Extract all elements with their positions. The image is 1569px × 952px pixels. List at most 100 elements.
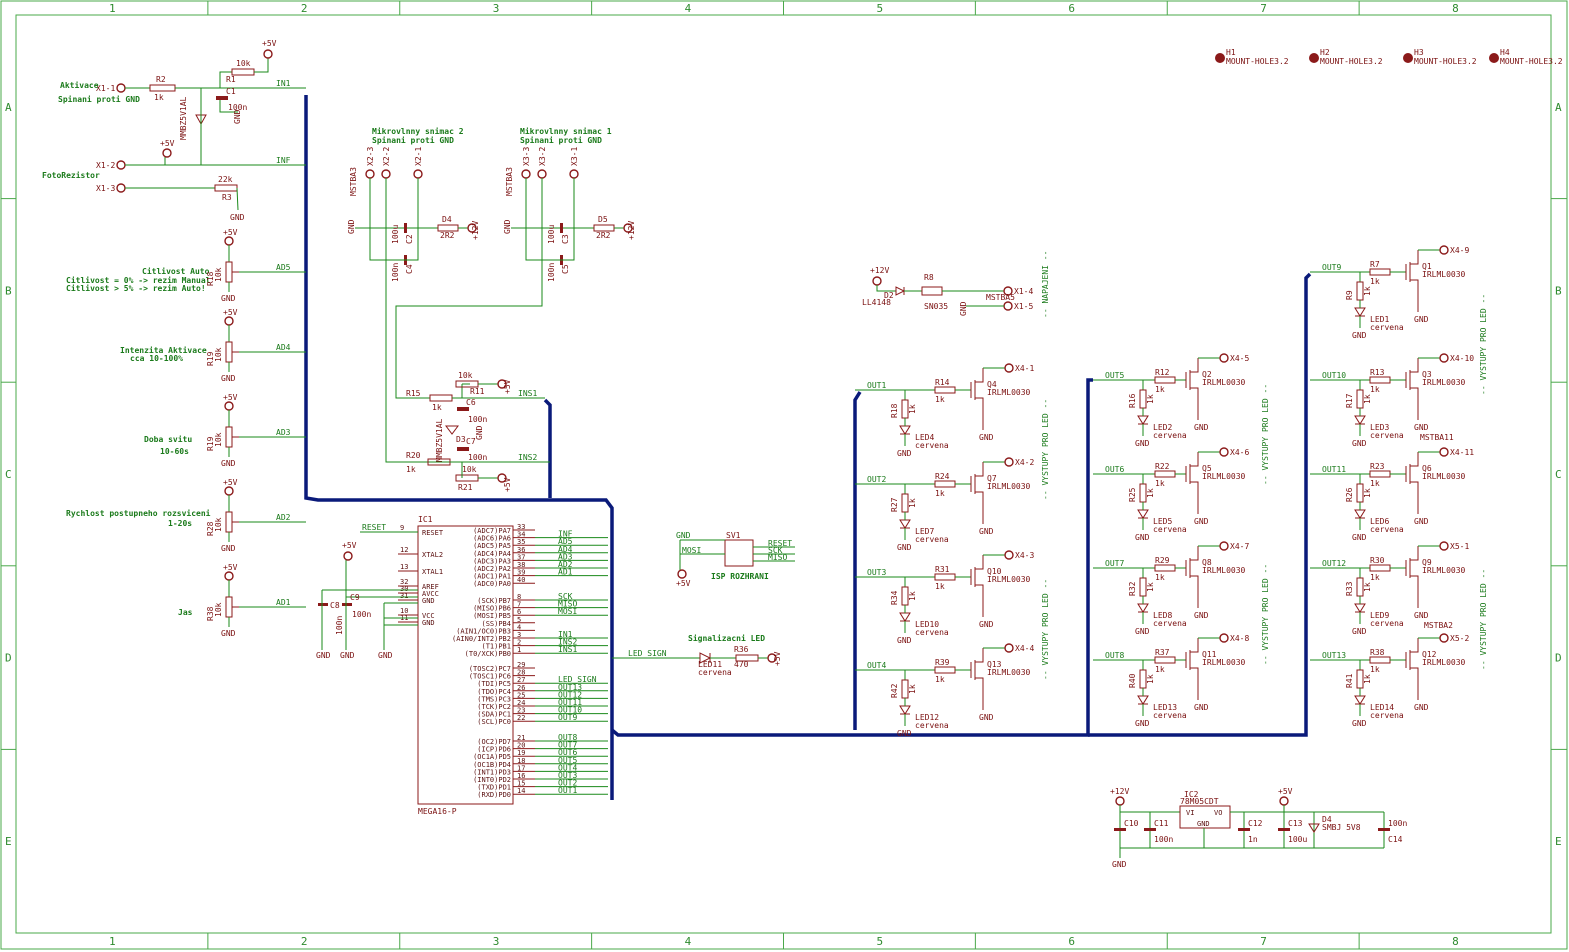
ic1-net-label: AD1 [558, 568, 573, 577]
label-cap-elyt: C2 [405, 234, 414, 244]
led-series-resistor-name: R26 [1345, 487, 1354, 502]
sensor-terminal[interactable] [569, 169, 579, 179]
channel-output-terminal[interactable] [1004, 550, 1014, 560]
led-name: LED1 [1370, 315, 1389, 324]
led-series-resistor-value: 1k [908, 684, 917, 694]
label-c12: C12 [1248, 819, 1263, 828]
channel-gnd-label: GND [1414, 517, 1429, 526]
capacitor-electrolytic [404, 223, 407, 233]
ic1-left-pin-num: 12 [400, 546, 408, 554]
capacitor-c9 [342, 603, 352, 606]
supply-5v-foto [162, 148, 172, 158]
label-x1-2: X1-2 [96, 161, 115, 170]
isp-connector: SV1 ISP ROZHRANI +5V GND MOSI RESET SCK … [676, 531, 795, 588]
channel-output-terminal[interactable] [1219, 447, 1229, 457]
ic1-right-pin-num: 24 [517, 699, 525, 707]
ic1-left-pin-label: GND [422, 619, 435, 627]
label-gnd-r3: GND [230, 213, 245, 222]
value-r36: 470 [734, 660, 749, 669]
channel-out-net: OUT8 [1105, 651, 1124, 660]
connector-x1-1[interactable] [116, 83, 126, 93]
ic1-right-pin-label: (ICP)PD6 [477, 746, 511, 754]
channel-output-terminal[interactable] [1219, 353, 1229, 363]
ic1-right-pin-num: 34 [517, 531, 525, 539]
sensor-terminal[interactable] [537, 169, 547, 179]
connector-x1-5[interactable] [1003, 301, 1013, 311]
value-res-2r2: 2R2 [440, 231, 455, 240]
label-d4-psu: D4 [1322, 815, 1332, 824]
frame-col-label-bottom: 6 [1068, 935, 1075, 948]
ic1-right-pin-num: 28 [517, 669, 525, 677]
label-sensor-terminal: X2-2 [382, 147, 391, 166]
channel-output-terminal[interactable] [1004, 643, 1014, 653]
label-d3: MMBZ5V1AL [435, 418, 444, 462]
led-series-resistor-value: 1k [1363, 488, 1372, 498]
sensor-terminal[interactable] [521, 169, 531, 179]
channel-gate-resistor [1154, 656, 1176, 664]
potentiometer [225, 261, 233, 283]
label-gnd-c9: GND [340, 651, 355, 660]
channel-output-terminal[interactable] [1439, 633, 1449, 643]
mount-hole-name: H2 [1320, 48, 1330, 57]
led-series-resistor-value: 1k [908, 404, 917, 414]
output-notes: -- VYSTUPY PRO LED -- -- VYSTUPY PRO LED… [1041, 294, 1488, 680]
led-icon [899, 519, 911, 529]
channel-gate-resistor-value: 1k [1370, 573, 1380, 582]
ic1-net-label: OUT5 [558, 756, 577, 765]
sensor-terminal[interactable] [365, 169, 375, 179]
mosfet-value: IRLML0030 [1422, 270, 1466, 279]
channel-output-terminal[interactable] [1439, 245, 1449, 255]
frame-col-label-top: 4 [685, 2, 692, 15]
value-c11: 100n [1154, 835, 1173, 844]
label-r2: R2 [156, 75, 166, 84]
connector-x1-3[interactable] [116, 183, 126, 193]
note-doba-2: 10-60s [160, 447, 189, 456]
isp-pin-sck: SCK [768, 546, 783, 555]
channel-output-terminal[interactable] [1004, 363, 1014, 373]
channel-output-terminal[interactable] [1004, 457, 1014, 467]
channel-gate-resistor-name: R39 [935, 658, 950, 667]
value-c1: 100n [228, 103, 247, 112]
ic1-right-pin-label: (TXD)PD1 [477, 784, 511, 792]
ic1-right-pin-num: 25 [517, 691, 525, 699]
led-gnd-label: GND [1352, 331, 1367, 340]
ic1-right-pin-num: 36 [517, 546, 525, 554]
ic1-left-pin-label: XTAL2 [422, 551, 443, 559]
channel-gate-resistor [1154, 376, 1176, 384]
led-color: cervena [915, 535, 949, 544]
sensor-terminal[interactable] [381, 169, 391, 179]
ic1-right-pin-num: 6 [517, 608, 521, 616]
led-icon [1354, 603, 1366, 613]
led-name: LED4 [915, 433, 934, 442]
fuse-r8 [921, 286, 943, 296]
channel-output-terminal[interactable] [1439, 447, 1449, 457]
value-r8: SN035 [924, 302, 948, 311]
connector-x1-2[interactable] [116, 160, 126, 170]
resistor-r15 [429, 394, 453, 402]
channel-output-terminal[interactable] [1219, 541, 1229, 551]
channel-output-terminal[interactable] [1439, 541, 1449, 551]
channel-output-terminal[interactable] [1219, 633, 1229, 643]
mosfet-name: Q7 [987, 474, 997, 483]
connector-x1-4[interactable] [1003, 286, 1013, 296]
capacitor-c13 [1278, 828, 1290, 831]
led-gnd-label: GND [1352, 719, 1367, 728]
label-c1: C1 [226, 87, 236, 96]
channel-gate-resistor-name: R30 [1370, 556, 1385, 565]
channel-gnd-label: GND [1414, 611, 1429, 620]
supply-12v-sensor [467, 223, 477, 233]
led-series-resistor-name: R32 [1128, 581, 1137, 596]
sensor-link-wire [369, 205, 426, 229]
channel-gate-resistor-name: R14 [935, 378, 950, 387]
pin-gnd: GND [1197, 820, 1210, 828]
frame-col-label-top: 6 [1068, 2, 1075, 15]
ic1-left-pin-label: RESET [422, 529, 444, 537]
frame-col-label-top: 7 [1260, 2, 1267, 15]
mosfet-icon [1405, 638, 1419, 700]
diode-d3 [445, 425, 459, 435]
channel-output-terminal[interactable] [1439, 353, 1449, 363]
label-sensor-terminal: X2-3 [366, 147, 375, 166]
led-series-resistor-value: 1k [1363, 674, 1372, 684]
sensor-terminal[interactable] [413, 169, 423, 179]
note-spinani: Spinani proti GND [58, 94, 140, 104]
